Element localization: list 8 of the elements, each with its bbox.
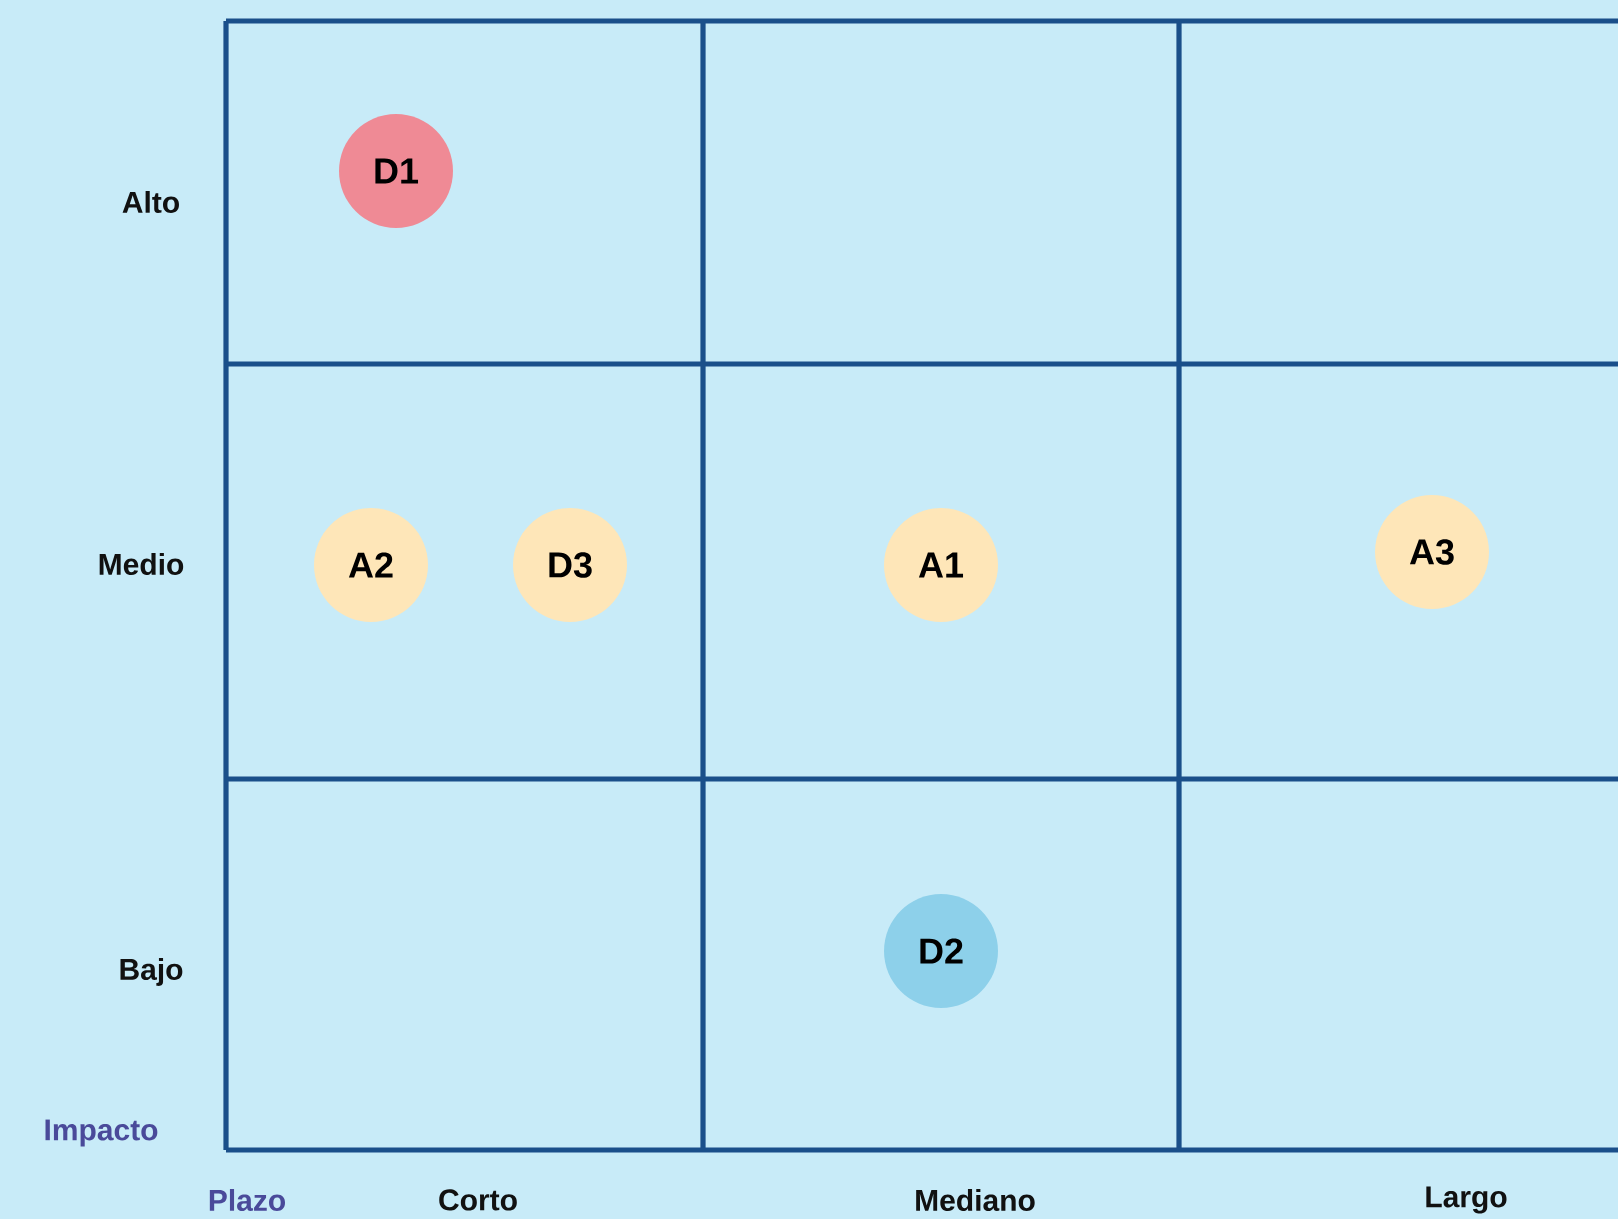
axis-label: Medio: [99, 553, 184, 575]
axis-label: Largo: [1426, 1186, 1507, 1214]
axis-label: Mediano: [916, 1189, 1035, 1211]
axis-label: Bajo: [120, 958, 183, 986]
axis-title: Plazo: [209, 1189, 285, 1211]
axis-label: Alto: [122, 191, 179, 213]
axis-title: Impacto: [45, 1119, 158, 1147]
axis-label: Corto: [439, 1189, 517, 1211]
